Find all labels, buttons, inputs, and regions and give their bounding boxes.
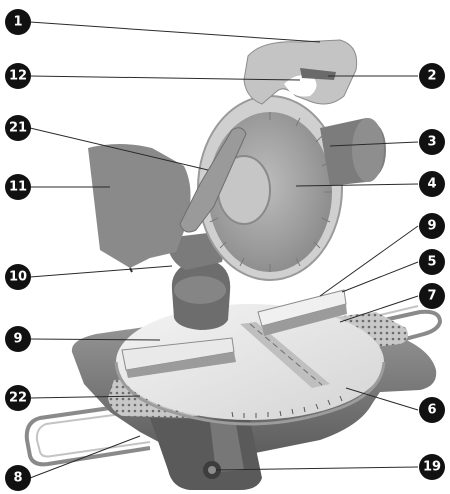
callout-19-label: 19: [423, 460, 441, 475]
motor-housing: [88, 144, 191, 268]
kerf-slot: [240, 322, 330, 388]
callout-6: 6: [419, 397, 445, 423]
callout-22: 22: [5, 385, 31, 411]
callout-12: 12: [5, 63, 31, 89]
callout-7-label: 7: [427, 289, 436, 304]
callout-22-label: 22: [9, 391, 27, 406]
callout-21: 21: [5, 115, 31, 141]
saw-illustration: [24, 39, 443, 490]
callout-4-label: 4: [427, 177, 436, 192]
callout-3: 3: [419, 129, 445, 155]
callout-12-label: 12: [9, 69, 27, 84]
handle: [243, 39, 358, 105]
callout-2: 2: [419, 63, 445, 89]
callout-8-label: 8: [13, 471, 22, 486]
callout-10: 10: [5, 264, 31, 290]
callout-9-left: 9: [5, 326, 31, 352]
extension-arm-left: [24, 400, 153, 467]
callout-7: 7: [419, 283, 445, 309]
callout-3-label: 3: [427, 135, 436, 150]
callout-6-label: 6: [427, 403, 436, 418]
callout-9-top-label: 9: [427, 219, 436, 234]
miter-scale: [231, 395, 343, 418]
callout-4: 4: [419, 171, 445, 197]
trigger-switch: [300, 68, 336, 80]
leader-lines: [29, 21, 419, 479]
callout-1-label: 1: [13, 15, 22, 30]
callout-8: 8: [5, 465, 31, 491]
callout-5-label: 5: [427, 255, 436, 270]
callout-19: 19: [419, 454, 445, 480]
motor-arm: [166, 232, 224, 270]
callout-9-top: 9: [419, 213, 445, 239]
blade-teeth: [209, 112, 332, 272]
turntable: [116, 304, 384, 420]
callout-1: 1: [5, 9, 31, 35]
callout-2-label: 2: [427, 69, 436, 84]
callout-5: 5: [419, 249, 445, 275]
callout-9-left-label: 9: [13, 332, 22, 347]
callout-11: 11: [5, 174, 31, 200]
callout-11-label: 11: [9, 180, 27, 195]
callouts: 1 12 2 21 3 11 4 9: [5, 9, 445, 491]
callout-10-label: 10: [9, 270, 27, 285]
callout-21-label: 21: [9, 121, 27, 136]
blade-guard-arm: [179, 127, 247, 233]
base-front-housing: [150, 418, 262, 490]
